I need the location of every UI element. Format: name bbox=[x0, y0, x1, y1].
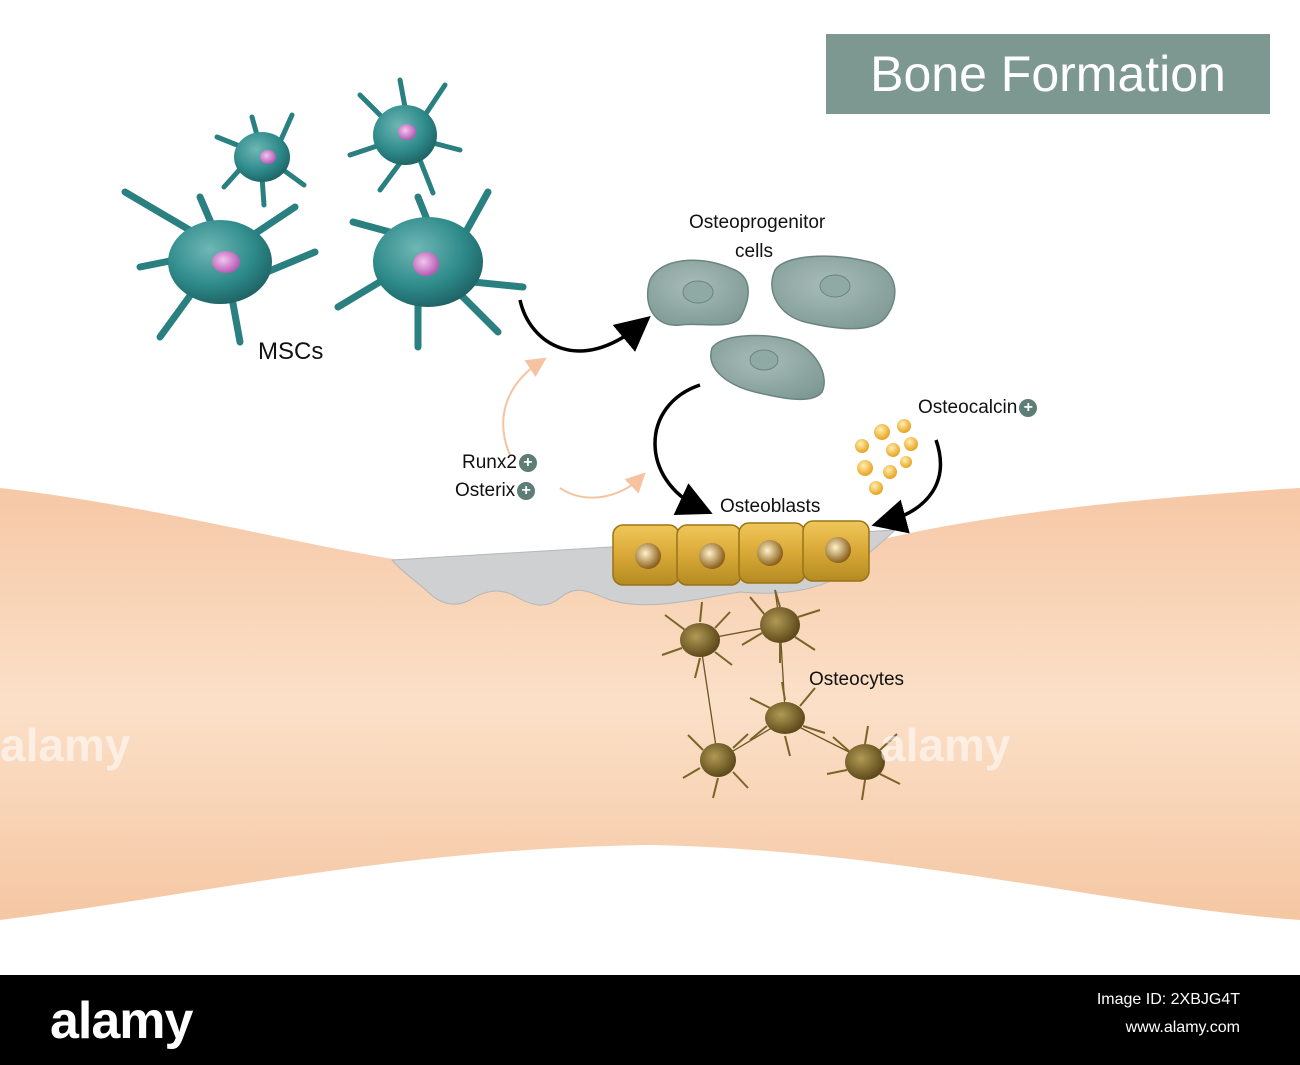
label-osteocalcin: Osteocalcin bbox=[918, 397, 1018, 418]
label-runx2-row: Runx2+ bbox=[462, 452, 537, 474]
label-osteoprogenitor-line1: Osteoprogenitor bbox=[689, 212, 826, 233]
plus-icon: + bbox=[518, 453, 537, 472]
label-osteocalcin-row: Osteocalcin+ bbox=[918, 397, 1038, 419]
site-url: www.alamy.com bbox=[1125, 1019, 1240, 1036]
alamy-logo: alamy bbox=[50, 992, 193, 1050]
arrow-msc-to-osteoprogenitor bbox=[518, 299, 651, 353]
page-title: Bone Formation bbox=[870, 46, 1226, 102]
label-osterix-row: Osterix+ bbox=[455, 480, 536, 502]
arrow-osteoprogenitor-to-osteoblast bbox=[653, 383, 713, 515]
osteocalcin-molecules bbox=[855, 419, 918, 495]
osteocyte-cell bbox=[682, 733, 749, 799]
osteocyte-cell bbox=[826, 725, 901, 801]
bone-tissue bbox=[0, 488, 1300, 920]
illustration bbox=[0, 77, 1300, 920]
osteoprogenitor-cell bbox=[646, 259, 749, 326]
label-osteoprogenitor-line2: cells bbox=[735, 241, 774, 262]
watermark-left: alamy bbox=[0, 719, 131, 771]
image-id: Image ID: 2XBJG4T bbox=[1096, 991, 1240, 1008]
title-banner: Bone Formation bbox=[826, 34, 1270, 114]
msc-cell bbox=[347, 77, 463, 196]
arrow-osteocalcin-to-osteoblast bbox=[871, 439, 943, 534]
msc-cell bbox=[334, 188, 527, 351]
label-runx2: Runx2 bbox=[462, 452, 517, 473]
osteoblast-row bbox=[612, 520, 870, 586]
osteoprogenitor-cell bbox=[771, 255, 896, 330]
watermark-right: alamy bbox=[880, 719, 1011, 771]
label-osterix: Osterix bbox=[455, 480, 516, 501]
plus-icon: + bbox=[517, 481, 536, 500]
label-mscs: MSCs bbox=[258, 338, 324, 365]
msc-cell bbox=[121, 188, 319, 346]
osteoprogenitor-cell bbox=[710, 334, 825, 401]
arrow-runx2 bbox=[502, 357, 547, 456]
osteocyte-cell bbox=[661, 601, 733, 679]
msc-cell bbox=[214, 112, 307, 208]
footer-bar: alamy Image ID: 2XBJG4T www.alamy.com bbox=[0, 975, 1300, 1065]
plus-icon: + bbox=[1019, 398, 1038, 417]
osteocyte-cell bbox=[749, 681, 826, 757]
label-osteocytes: Osteocytes bbox=[809, 669, 905, 690]
arrow-osterix bbox=[559, 472, 646, 499]
osteocyte-cell bbox=[741, 589, 821, 663]
label-osteoblasts: Osteoblasts bbox=[720, 496, 821, 517]
